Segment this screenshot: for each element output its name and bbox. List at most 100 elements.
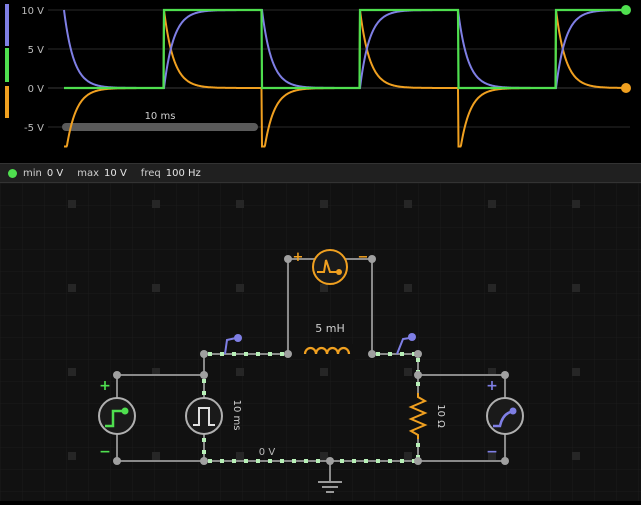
- y-tick-10v: 10 V: [21, 6, 44, 17]
- junction-node[interactable]: [326, 457, 334, 465]
- step-voltage-source[interactable]: + −: [98, 378, 136, 460]
- current-dot: [316, 459, 320, 463]
- y-tick-5v: 5 V: [28, 45, 45, 56]
- max-value[interactable]: 10 V: [104, 167, 127, 179]
- source-minus: −: [99, 444, 111, 460]
- grid-anchor-squares: [68, 200, 580, 460]
- junction-node[interactable]: [113, 371, 121, 379]
- current-dot: [208, 459, 212, 463]
- grid-anchor-square: [404, 368, 412, 376]
- source-plus: +: [99, 378, 111, 394]
- oscilloscope-plot[interactable]: 10 V 5 V 0 V -5 V 10 ms: [0, 0, 641, 163]
- junction-node[interactable]: [113, 457, 121, 465]
- ground-symbol: [318, 481, 342, 493]
- inductor[interactable]: 5 mH: [303, 322, 355, 360]
- voltmeter-plus: +: [293, 250, 304, 265]
- current-dot: [416, 358, 420, 362]
- current-dot: [364, 459, 368, 463]
- grid-anchor-square: [320, 452, 328, 460]
- min-value[interactable]: 0 V: [46, 167, 64, 179]
- circuit-board[interactable]: 0 V + − 5 mH + −: [0, 183, 641, 501]
- right-source-minus: −: [486, 444, 498, 460]
- y-tick-0v: 0 V: [28, 84, 45, 95]
- time-scale-bar[interactable]: [62, 123, 258, 131]
- right-voltage-source[interactable]: + −: [486, 378, 524, 460]
- grid-anchor-square: [572, 200, 580, 208]
- current-dot: [256, 459, 260, 463]
- current-dot: [400, 352, 404, 356]
- grid-anchor-square: [152, 200, 160, 208]
- current-dot: [376, 459, 380, 463]
- current-dot: [400, 459, 404, 463]
- trace-end-marker-orange[interactable]: [621, 83, 631, 93]
- channel-bar-green[interactable]: [5, 48, 9, 82]
- grid-anchor-square: [488, 452, 496, 460]
- grid-anchor-square: [236, 368, 244, 376]
- probe-right[interactable]: [396, 333, 416, 355]
- current-dot: [202, 391, 206, 395]
- current-dot: [268, 459, 272, 463]
- junction-node[interactable]: [284, 255, 292, 263]
- resistor-label: 10 Ω: [435, 404, 446, 428]
- grid-anchor-square: [404, 284, 412, 292]
- junction-node[interactable]: [284, 350, 292, 358]
- grid-anchor-square: [488, 200, 496, 208]
- grid-anchor-square: [68, 200, 76, 208]
- current-dot: [340, 459, 344, 463]
- status-dot: [8, 168, 17, 178]
- current-dot: [388, 459, 392, 463]
- current-dot: [292, 459, 296, 463]
- junction-node[interactable]: [501, 457, 509, 465]
- junction-node[interactable]: [368, 255, 376, 263]
- junction-node[interactable]: [414, 371, 422, 379]
- freq-label: freq: [140, 167, 161, 179]
- min-label: min: [23, 167, 42, 179]
- grid-anchor-square: [320, 284, 328, 292]
- pulse-period-label: 10 ms: [231, 400, 242, 431]
- max-label: max: [77, 167, 100, 179]
- junction-node[interactable]: [501, 371, 509, 379]
- grid-anchor-square: [152, 368, 160, 376]
- grid-anchor-square: [152, 452, 160, 460]
- grid-anchor-square: [236, 284, 244, 292]
- grid-anchor-square: [68, 368, 76, 376]
- grid-anchor-square: [320, 368, 328, 376]
- grid-anchor-square: [404, 200, 412, 208]
- junction-node[interactable]: [200, 371, 208, 379]
- current-dot: [220, 459, 224, 463]
- trace-end-marker-green[interactable]: [621, 5, 631, 15]
- junction-nodes[interactable]: [113, 255, 509, 465]
- pulse-generator[interactable]: 10 ms: [185, 397, 242, 435]
- right-source-plus: +: [486, 378, 498, 394]
- current-dot: [202, 379, 206, 383]
- junction-node[interactable]: [200, 350, 208, 358]
- grid-anchor-square: [236, 200, 244, 208]
- voltmeter[interactable]: + −: [293, 249, 369, 285]
- grid-anchor-square: [404, 452, 412, 460]
- grid-anchor-square: [68, 452, 76, 460]
- grid-anchor-square: [572, 368, 580, 376]
- channel-bar-orange[interactable]: [5, 86, 9, 118]
- current-dot: [232, 352, 236, 356]
- junction-node[interactable]: [368, 350, 376, 358]
- grid-anchor-square: [572, 452, 580, 460]
- oscilloscope-panel: 10 V 5 V 0 V -5 V 10 ms: [0, 0, 641, 163]
- junction-node[interactable]: [200, 457, 208, 465]
- voltmeter-minus: −: [358, 250, 369, 265]
- grid-anchor-square: [572, 284, 580, 292]
- current-dot: [416, 443, 420, 447]
- grid-anchor-square: [68, 284, 76, 292]
- resistor[interactable]: 10 Ω: [408, 393, 446, 439]
- current-dot: [376, 352, 380, 356]
- channel-bar-blue[interactable]: [5, 4, 9, 46]
- current-dot: [280, 352, 284, 356]
- junction-node[interactable]: [414, 457, 422, 465]
- time-scale-label: 10 ms: [145, 111, 176, 122]
- current-dot: [244, 352, 248, 356]
- freq-value[interactable]: 100 Hz: [165, 167, 201, 179]
- current-dot: [220, 352, 224, 356]
- current-dot: [416, 382, 420, 386]
- probe-left[interactable]: [224, 334, 242, 355]
- grid-anchor-square: [320, 200, 328, 208]
- junction-node[interactable]: [414, 350, 422, 358]
